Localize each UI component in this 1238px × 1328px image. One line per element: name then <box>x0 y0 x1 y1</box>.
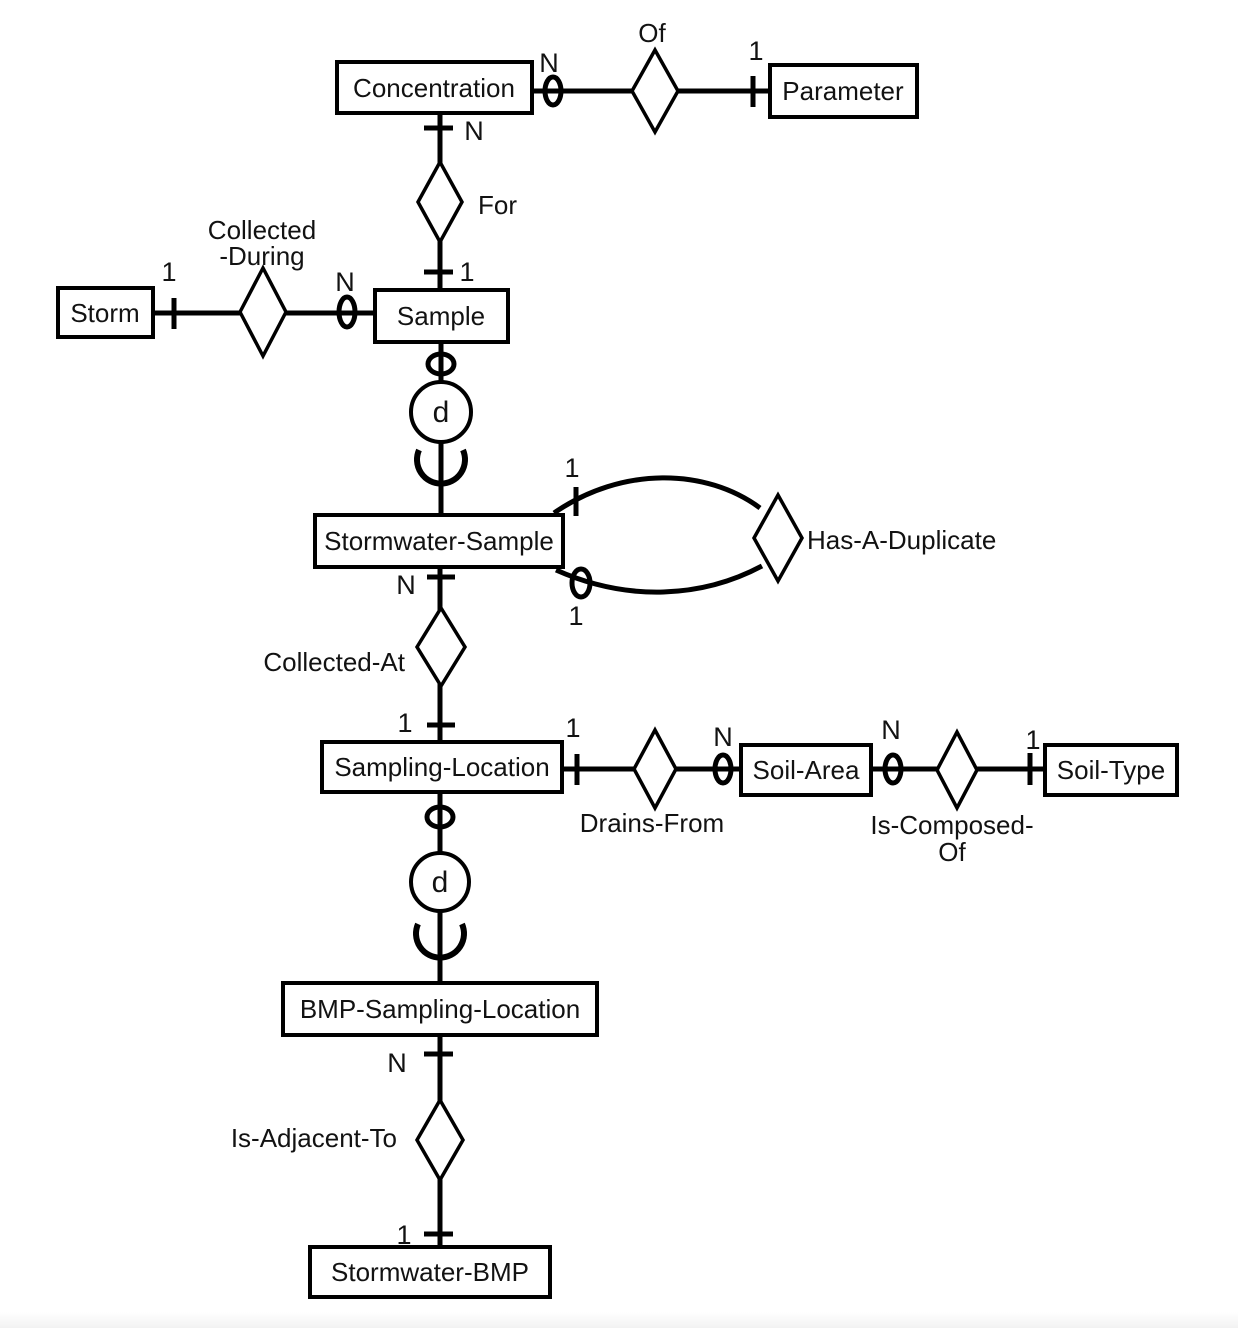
diamond-is-adjacent-to <box>414 1096 466 1184</box>
disjoint-circle-sampling-location <box>409 851 471 913</box>
relationship-is-composed-of-label-line1: Is-Composed- <box>870 810 1033 840</box>
specialization-symbols <box>409 380 473 961</box>
entity-stormwater-sample-label: Stormwater-Sample <box>324 526 554 556</box>
disjoint-letter-sampling-location: d <box>432 866 449 899</box>
relationship-of-label: Of <box>638 18 666 48</box>
cardinality-is-adjacent-to-bmp: N <box>387 1048 407 1078</box>
cardinality-collected-at-stormwater-sample: N <box>396 570 416 600</box>
relationship-diamonds <box>238 46 979 1184</box>
diamond-of <box>629 46 681 136</box>
cardinality-is-composed-of-soil-area: N <box>881 715 901 745</box>
cardinality-drains-from-sampling-location: 1 <box>565 713 580 743</box>
entity-boxes <box>56 60 1179 1299</box>
disjoint-circle-sample <box>409 380 473 444</box>
entity-sample-box <box>373 288 510 344</box>
cardinality-drains-from-soil-area: N <box>713 722 733 752</box>
diamond-collected-at <box>414 604 468 690</box>
cardinality-collected-during-storm: 1 <box>161 257 176 287</box>
curve-duplicate-bottom <box>554 563 764 595</box>
cardinality-for-sample: 1 <box>459 257 474 287</box>
entity-soil-type-box <box>1043 743 1179 797</box>
relationship-collected-at-label: Collected-At <box>263 647 405 677</box>
relationship-drains-from-label: Drains-From <box>580 808 724 838</box>
zero-marker-sample-subclass <box>425 351 457 377</box>
diamond-is-composed-of <box>935 728 979 812</box>
disjoint-letters: d d <box>432 396 450 899</box>
relationship-collected-during-label-line1: Collected <box>208 215 316 245</box>
cardinality-is-adjacent-to-stormwater-bmp: 1 <box>396 1220 411 1250</box>
relationship-collected-during-label-line2: -During <box>219 241 304 271</box>
cardinality-of-concentration: N <box>539 48 559 78</box>
entity-parameter-label: Parameter <box>782 76 904 106</box>
participation-ticks <box>171 76 1033 1237</box>
entity-sample-label: Sample <box>397 301 485 331</box>
relationship-labels: Of For Collected -During Has-A-Duplicate… <box>208 18 1034 1153</box>
disjoint-letter-sample: d <box>433 396 450 429</box>
cardinality-labels: N 1 N 1 1 N 1 1 N 1 1 N N 1 N 1 <box>161 36 1040 1250</box>
diamond-for <box>416 158 464 246</box>
zero-marker-concentration <box>542 74 564 108</box>
cardinality-collected-during-sample: N <box>335 267 355 297</box>
zero-marker-soil-area-left <box>712 752 734 786</box>
relationship-for-label: For <box>478 190 517 220</box>
relationship-has-a-duplicate-label: Has-A-Duplicate <box>807 525 996 555</box>
entity-stormwater-bmp-box <box>308 1245 552 1299</box>
subset-symbol-icon-sample <box>414 448 468 487</box>
cardinality-duplicate-bottom: 1 <box>568 601 583 631</box>
entity-bmp-sampling-location-label: BMP-Sampling-Location <box>300 994 580 1024</box>
entity-stormwater-sample-box <box>313 513 565 569</box>
cardinality-of-parameter: 1 <box>748 36 763 66</box>
entity-soil-area-box <box>739 743 873 797</box>
relationship-is-adjacent-to-label: Is-Adjacent-To <box>231 1123 397 1153</box>
entity-sampling-location-label: Sampling-Location <box>334 752 549 782</box>
zero-marker-soil-area-right <box>882 752 904 786</box>
cardinality-collected-at-sampling-location: 1 <box>397 708 412 738</box>
entity-soil-type-label: Soil-Type <box>1057 755 1165 785</box>
entity-soil-area-label: Soil-Area <box>753 755 860 785</box>
relationship-is-composed-of-label-line2: Of <box>938 837 966 867</box>
cardinality-for-concentration: N <box>464 116 484 146</box>
zero-marker-duplicate-bottom <box>569 566 593 600</box>
entity-concentration-box <box>335 60 534 115</box>
entity-sampling-location-box <box>320 740 564 794</box>
subset-symbol-icon-sampling-location <box>413 922 467 961</box>
zero-markers <box>336 74 904 830</box>
entity-stormwater-bmp-label: Stormwater-BMP <box>331 1257 529 1287</box>
entity-parameter-box <box>768 63 919 119</box>
diamond-collected-during <box>238 264 288 360</box>
entity-concentration-label: Concentration <box>353 73 515 103</box>
diamond-has-a-duplicate <box>751 491 805 585</box>
entity-storm-label: Storm <box>70 298 139 328</box>
entity-labels: Concentration Parameter Storm Sample Sto… <box>70 73 1165 1287</box>
cardinality-duplicate-top: 1 <box>564 453 579 483</box>
cardinality-is-composed-of-soil-type: 1 <box>1025 725 1040 755</box>
diamond-drains-from <box>632 726 678 812</box>
zero-marker-sample <box>336 294 358 330</box>
entity-storm-box <box>56 286 155 339</box>
entity-bmp-sampling-location-box <box>281 981 599 1037</box>
bottom-edge-shading <box>0 1312 1238 1328</box>
curve-duplicate-top <box>552 475 762 516</box>
zero-marker-sampling-location-subclass <box>424 804 456 830</box>
